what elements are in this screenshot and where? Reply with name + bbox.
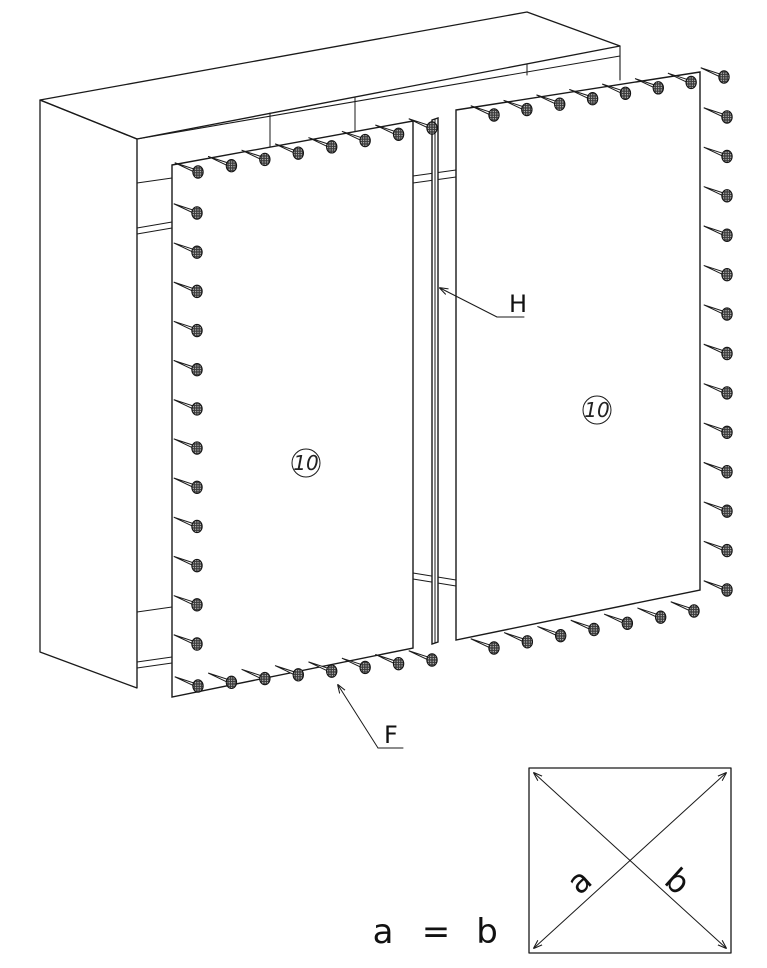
nail-head: [721, 504, 733, 518]
fastener-group: [173, 67, 733, 693]
diagonal-a-line: [534, 773, 726, 948]
nail-head: [521, 102, 533, 117]
nail-head: [654, 610, 667, 624]
nail-head: [685, 75, 697, 90]
nail-head: [721, 386, 733, 400]
nail-head: [191, 206, 203, 220]
nail-head: [586, 92, 599, 106]
panel-number-right: 10: [584, 398, 609, 422]
nail-head: [292, 146, 304, 160]
diagonal-b-label: b: [657, 860, 698, 902]
equation-left: a: [373, 912, 394, 952]
nail-head: [426, 121, 438, 135]
nail-head: [554, 97, 566, 111]
square-check-frame: [528, 767, 732, 954]
panel-number-left: 10: [293, 451, 318, 475]
nail-head: [554, 628, 567, 643]
nail-head: [718, 70, 730, 84]
nail-head: [191, 323, 203, 338]
nail-head: [191, 598, 203, 612]
square-check-equation: a = b: [373, 912, 498, 952]
nail-head: [721, 465, 733, 479]
cabinet-left-side: [39, 99, 138, 689]
nail-head: [259, 152, 271, 167]
square-check-diagram: a b: [528, 767, 732, 954]
nail-head: [721, 583, 733, 597]
nail-head: [652, 81, 664, 95]
nail-head: [225, 675, 238, 689]
nail-head: [488, 108, 500, 122]
nail-head: [688, 604, 700, 618]
nail-head: [721, 425, 733, 440]
equation-right: b: [476, 912, 498, 952]
nail-head: [191, 402, 203, 416]
nail-head: [521, 635, 534, 649]
nail-head: [191, 284, 203, 299]
nail-head: [191, 480, 203, 494]
nail-head: [259, 671, 271, 686]
nail-head: [721, 110, 733, 124]
callout-hinge-strip: H: [440, 288, 527, 318]
nail-head: [191, 637, 203, 651]
nail-head: [292, 668, 304, 682]
nail-head: [488, 641, 500, 655]
nail-head: [721, 307, 733, 321]
nail-head: [621, 616, 634, 631]
nail-head: [192, 679, 204, 693]
nail-head: [191, 519, 203, 534]
nail-head: [721, 543, 733, 558]
nail-head: [191, 245, 203, 259]
nail-head: [392, 127, 405, 141]
nail-head: [721, 189, 733, 203]
back-panel-left: [171, 120, 414, 698]
nail-head: [426, 653, 438, 667]
equation-operator: =: [422, 912, 451, 952]
nail-head: [721, 228, 733, 242]
callout-label-f: F: [384, 721, 398, 749]
nail-head: [191, 363, 203, 377]
nail-head: [588, 622, 600, 637]
nail-head: [326, 664, 338, 678]
callout-fastener: F: [338, 685, 404, 749]
panel-label-right: 10: [582, 395, 612, 425]
hinge-strip: [431, 117, 439, 645]
nail-head: [326, 140, 338, 154]
nail-head: [359, 133, 371, 148]
nail-head: [721, 149, 733, 164]
diagonal-a-label: a: [559, 861, 599, 902]
nail-head: [721, 346, 733, 361]
nail-head: [191, 441, 203, 455]
nail-head: [619, 86, 632, 100]
nail-head: [392, 657, 405, 671]
cabinet-carcass: [39, 11, 621, 689]
back-panel-right: [455, 71, 701, 641]
callout-label-h: H: [509, 290, 527, 318]
panel-label-left: 10: [291, 448, 321, 478]
nail-head: [359, 660, 371, 675]
nail-head: [225, 159, 238, 173]
nail-head: [721, 267, 733, 282]
nail-head: [192, 165, 204, 179]
nail-head: [191, 558, 203, 573]
